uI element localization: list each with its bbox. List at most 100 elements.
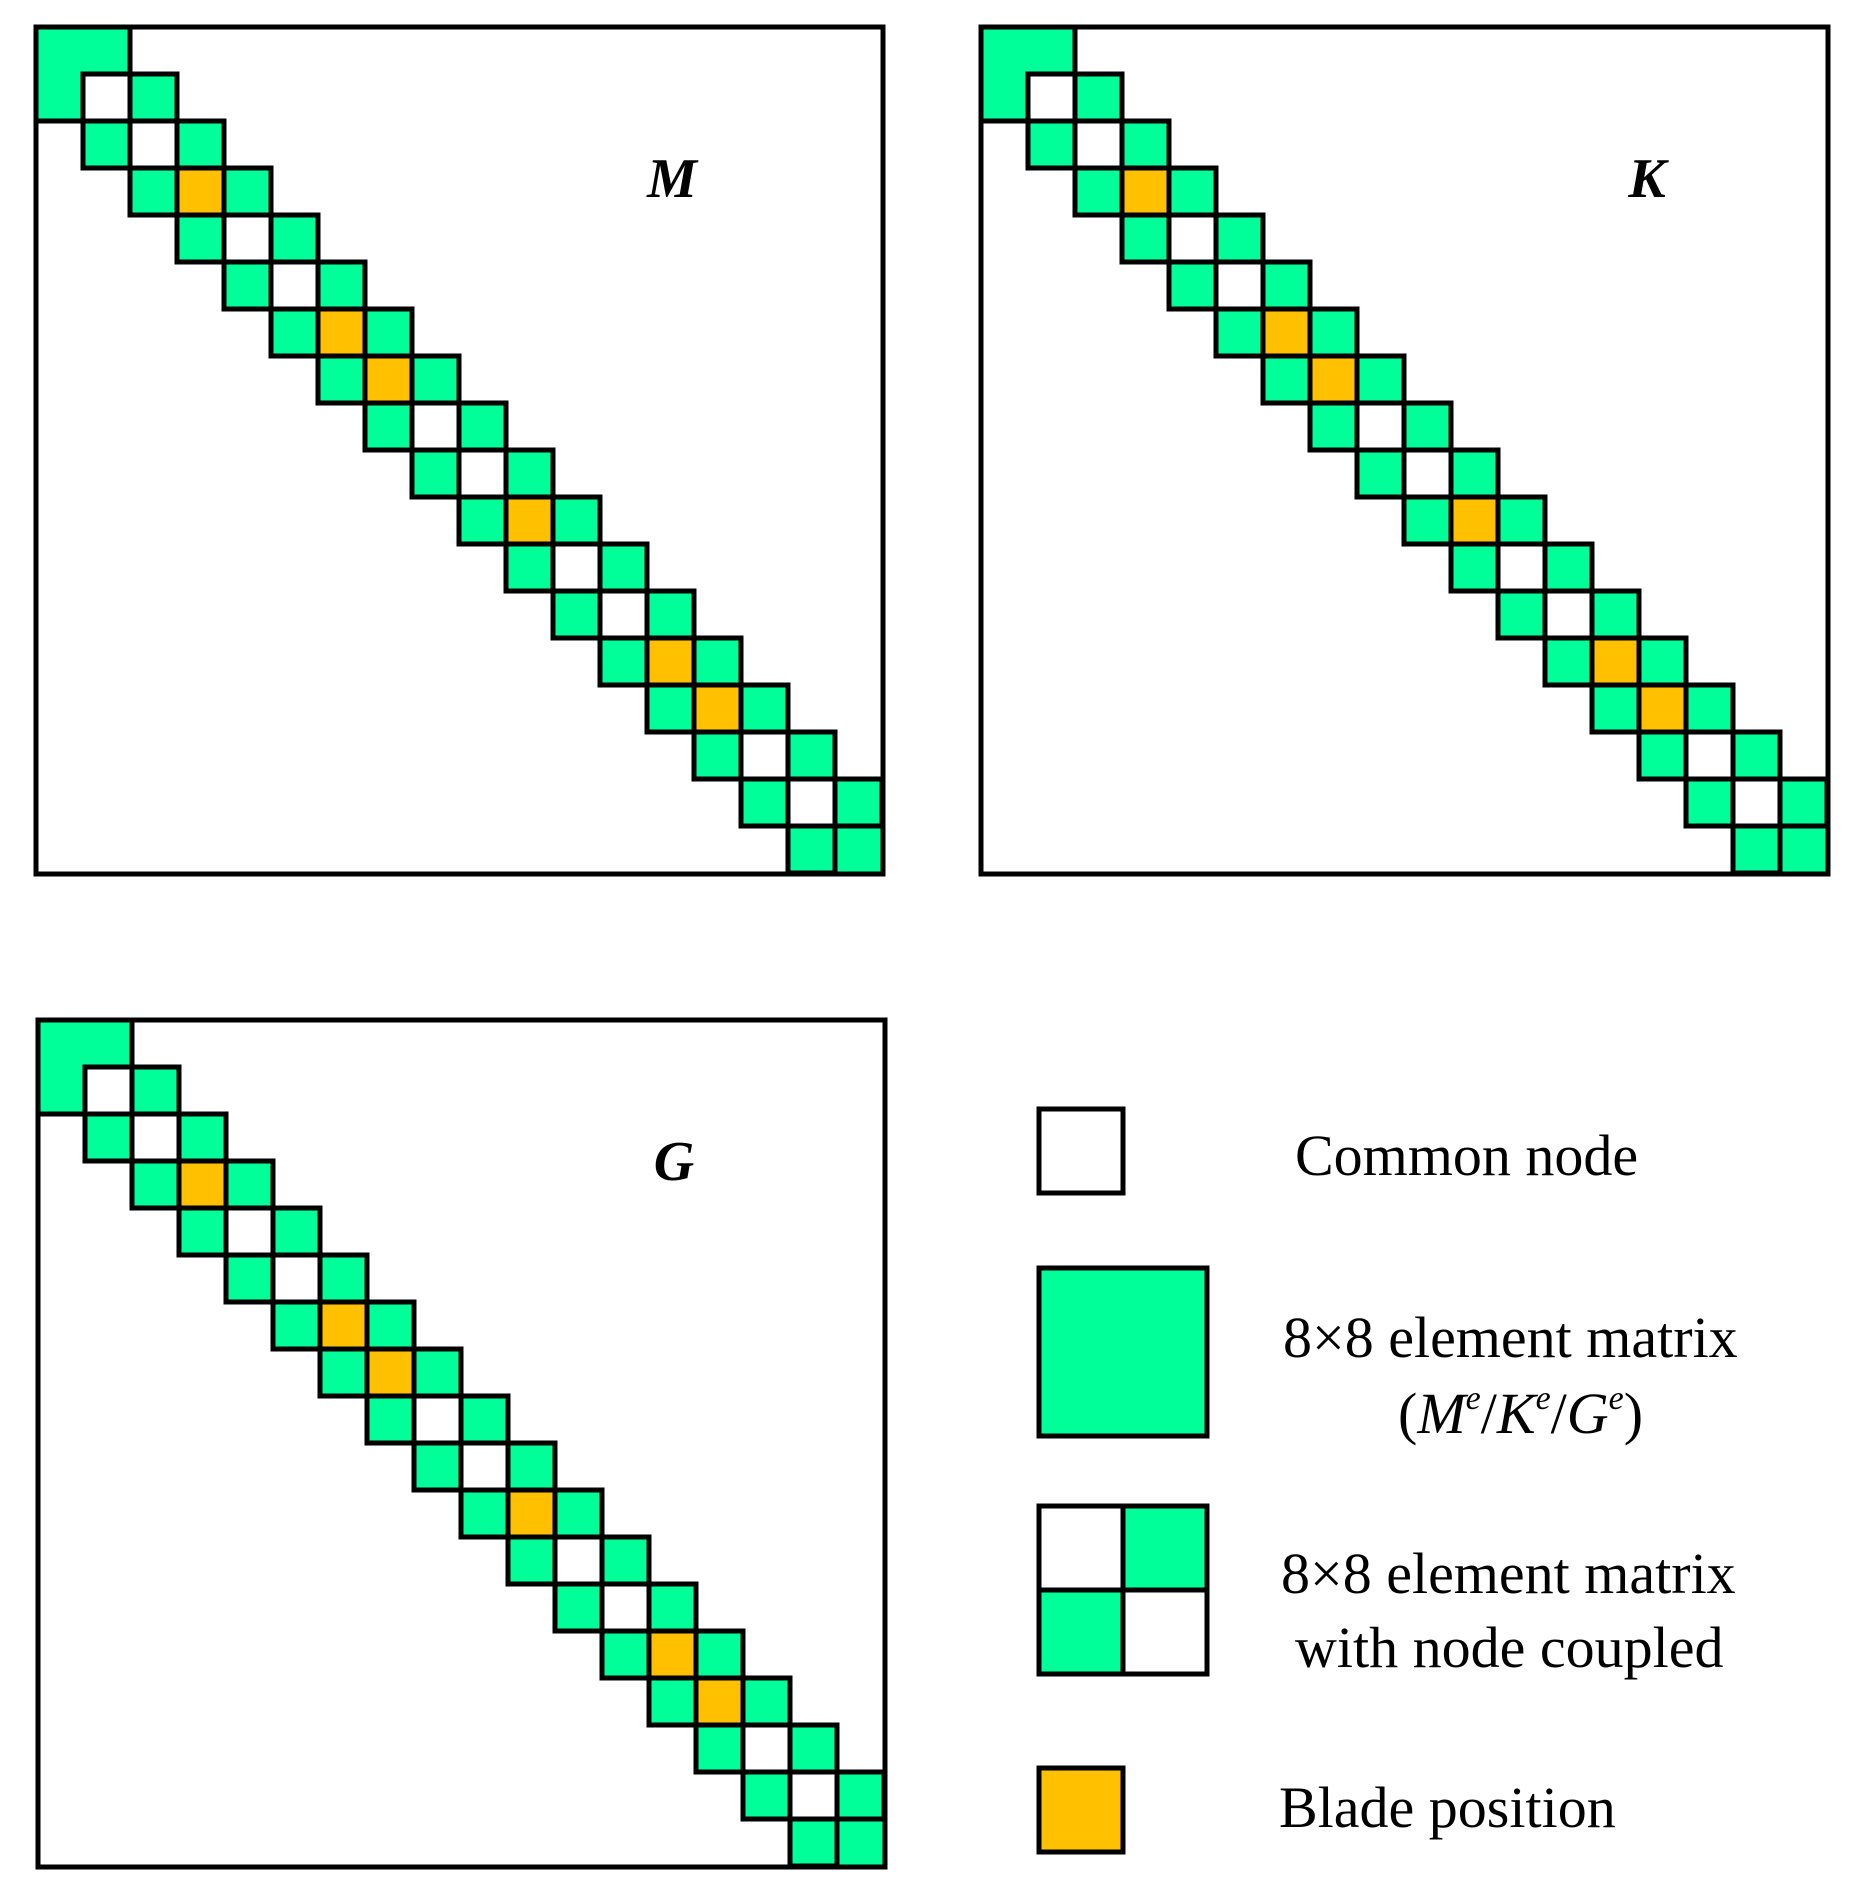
matrix-g-common-node-cell bbox=[599, 1581, 652, 1634]
matrix-g-offdiag-upper-cell bbox=[693, 1628, 746, 1681]
matrix-g-offdiag-lower-cell bbox=[317, 1346, 370, 1399]
matrix-k-blade-cell bbox=[1636, 682, 1689, 735]
matrix-k-offdiag-lower-cell bbox=[1119, 212, 1172, 265]
matrix-k-cells bbox=[978, 24, 1831, 877]
matrix-m-offdiag-lower-cell bbox=[221, 259, 274, 312]
matrix-m-offdiag-lower-cell bbox=[456, 494, 509, 547]
matrix-g-offdiag-lower-cell bbox=[176, 1205, 229, 1258]
matrix-g-offdiag-lower-cell bbox=[129, 1158, 182, 1211]
matrix-g-offdiag-lower-cell bbox=[82, 1111, 135, 1164]
matrix-m-offdiag-upper-cell bbox=[221, 165, 274, 218]
matrix-g-blade-cell bbox=[693, 1675, 746, 1728]
matrix-g-blade-cell bbox=[317, 1299, 370, 1352]
matrix-g-common-node-cell bbox=[129, 1111, 182, 1164]
matrix-m-offdiag-upper-cell bbox=[550, 494, 603, 547]
matrix-m-offdiag-lower-cell bbox=[127, 165, 180, 218]
matrix-k-common-node-cell bbox=[1495, 541, 1548, 594]
matrix-m-offdiag-lower-cell bbox=[738, 776, 791, 829]
matrix-k-offdiag-lower-cell bbox=[1166, 259, 1219, 312]
matrix-k-offdiag-upper-cell bbox=[1213, 212, 1266, 265]
matrix-k-blade-cell bbox=[1448, 494, 1501, 547]
matrix-k-offdiag-upper-cell bbox=[1589, 588, 1642, 641]
matrix-m-common-node-cell bbox=[221, 212, 274, 265]
matrix-k-offdiag-lower-cell bbox=[1025, 118, 1078, 171]
matrix-m-blade-cell bbox=[644, 635, 697, 688]
matrix-g-common-node-cell bbox=[411, 1393, 464, 1446]
matrix-m-offdiag-lower-cell bbox=[785, 823, 838, 876]
matrix-m-offdiag-upper-cell bbox=[456, 400, 509, 453]
matrix-k-end-block-corner bbox=[1777, 823, 1831, 877]
matrix-m-offdiag-upper-cell bbox=[174, 118, 227, 171]
matrix-m-offdiag-upper-cell bbox=[644, 588, 697, 641]
matrix-k-offdiag-lower-cell bbox=[1542, 635, 1595, 688]
matrix-g-offdiag-upper-cell bbox=[129, 1064, 182, 1117]
matrix-k-offdiag-lower-cell bbox=[1495, 588, 1548, 641]
legend-common-node-swatch bbox=[1036, 1106, 1126, 1196]
matrix-g-offdiag-upper-cell bbox=[223, 1158, 276, 1211]
matrix-k-offdiag-lower-cell bbox=[1636, 729, 1689, 782]
legend-blade-position-label: Blade position bbox=[1279, 1775, 1616, 1840]
matrix-g-common-node-cell bbox=[223, 1205, 276, 1258]
matrix-g-blade-cell bbox=[176, 1158, 229, 1211]
matrix-m-blade-cell bbox=[691, 682, 744, 735]
matrix-k-offdiag-lower-cell bbox=[1730, 823, 1783, 876]
matrix-k-offdiag-upper-cell bbox=[1683, 682, 1736, 735]
matrix-g-offdiag-lower-cell bbox=[552, 1581, 605, 1634]
matrix-m-end-block-corner bbox=[832, 823, 886, 877]
matrix-g-offdiag-lower-cell bbox=[599, 1628, 652, 1681]
matrix-g-offdiag-lower-cell bbox=[505, 1534, 558, 1587]
matrix-g-blade-cell bbox=[364, 1346, 417, 1399]
matrix-k-blade-cell bbox=[1589, 635, 1642, 688]
matrix-k-offdiag-lower-cell bbox=[1354, 447, 1407, 500]
matrix-k-offdiag-lower-cell bbox=[1401, 494, 1454, 547]
matrix-g-common-node-cell bbox=[552, 1534, 605, 1587]
matrix-m-panel: M bbox=[33, 24, 886, 877]
matrix-k-common-node-cell bbox=[1730, 776, 1783, 829]
matrix-g-cells bbox=[35, 1017, 888, 1870]
matrix-g-offdiag-upper-cell bbox=[270, 1205, 323, 1258]
matrix-k-offdiag-upper-cell bbox=[1260, 259, 1313, 312]
matrix-k-offdiag-lower-cell bbox=[1589, 682, 1642, 735]
matrix-g-offdiag-upper-cell bbox=[411, 1346, 464, 1399]
matrix-m-offdiag-upper-cell bbox=[691, 635, 744, 688]
matrix-g-offdiag-lower-cell bbox=[223, 1252, 276, 1305]
matrix-k-offdiag-upper-cell bbox=[1730, 729, 1783, 782]
matrix-g-frame bbox=[35, 1017, 888, 1870]
matrix-g-blade-cell bbox=[646, 1628, 699, 1681]
matrix-m-offdiag-lower-cell bbox=[80, 118, 133, 171]
matrix-k-offdiag-upper-cell bbox=[1448, 447, 1501, 500]
matrix-k-offdiag-upper-cell bbox=[1166, 165, 1219, 218]
matrix-k-offdiag-upper-cell bbox=[1495, 494, 1548, 547]
matrix-m-blade-cell bbox=[362, 353, 415, 406]
matrix-m-frame bbox=[33, 24, 886, 877]
matrix-m-offdiag-upper-cell bbox=[785, 729, 838, 782]
matrix-k-common-node-cell bbox=[1072, 118, 1125, 171]
matrix-m-offdiag-lower-cell bbox=[550, 588, 603, 641]
legend: Common node 8×8 element matrix (Me/Ke/Ge… bbox=[1036, 1106, 1738, 1855]
matrix-g-offdiag-upper-cell bbox=[787, 1722, 840, 1775]
matrix-g-offdiag-lower-cell bbox=[787, 1816, 840, 1869]
matrix-m-offdiag-lower-cell bbox=[174, 212, 227, 265]
matrix-g-common-node-cell bbox=[82, 1064, 135, 1117]
matrix-g-offdiag-lower-cell bbox=[693, 1722, 746, 1775]
matrix-g-offdiag-upper-cell bbox=[834, 1769, 887, 1822]
matrix-m-offdiag-upper-cell bbox=[409, 353, 462, 406]
matrix-k-common-node-cell bbox=[1166, 212, 1219, 265]
matrix-m-offdiag-upper-cell bbox=[362, 306, 415, 359]
matrix-k-common-node-cell bbox=[1025, 71, 1078, 124]
matrix-g-offdiag-lower-cell bbox=[411, 1440, 464, 1493]
matrix-k-offdiag-upper-cell bbox=[1072, 71, 1125, 124]
matrix-m-offdiag-lower-cell bbox=[315, 353, 368, 406]
matrix-m-offdiag-upper-cell bbox=[832, 776, 885, 829]
matrix-g-common-node-cell bbox=[787, 1769, 840, 1822]
matrix-g-common-node-cell bbox=[740, 1722, 793, 1775]
matrix-g-end-block-corner bbox=[834, 1816, 888, 1870]
matrix-g-offdiag-lower-cell bbox=[270, 1299, 323, 1352]
matrix-m-offdiag-lower-cell bbox=[268, 306, 321, 359]
legend-coupled-matrix-label-line2: with node coupled bbox=[1295, 1615, 1723, 1680]
matrix-m-offdiag-upper-cell bbox=[597, 541, 650, 594]
matrix-k-offdiag-upper-cell bbox=[1401, 400, 1454, 453]
matrix-k-common-node-cell bbox=[1213, 259, 1266, 312]
legend-element-matrix-label: 8×8 element matrix bbox=[1283, 1305, 1738, 1370]
matrix-g-offdiag-upper-cell bbox=[552, 1487, 605, 1540]
